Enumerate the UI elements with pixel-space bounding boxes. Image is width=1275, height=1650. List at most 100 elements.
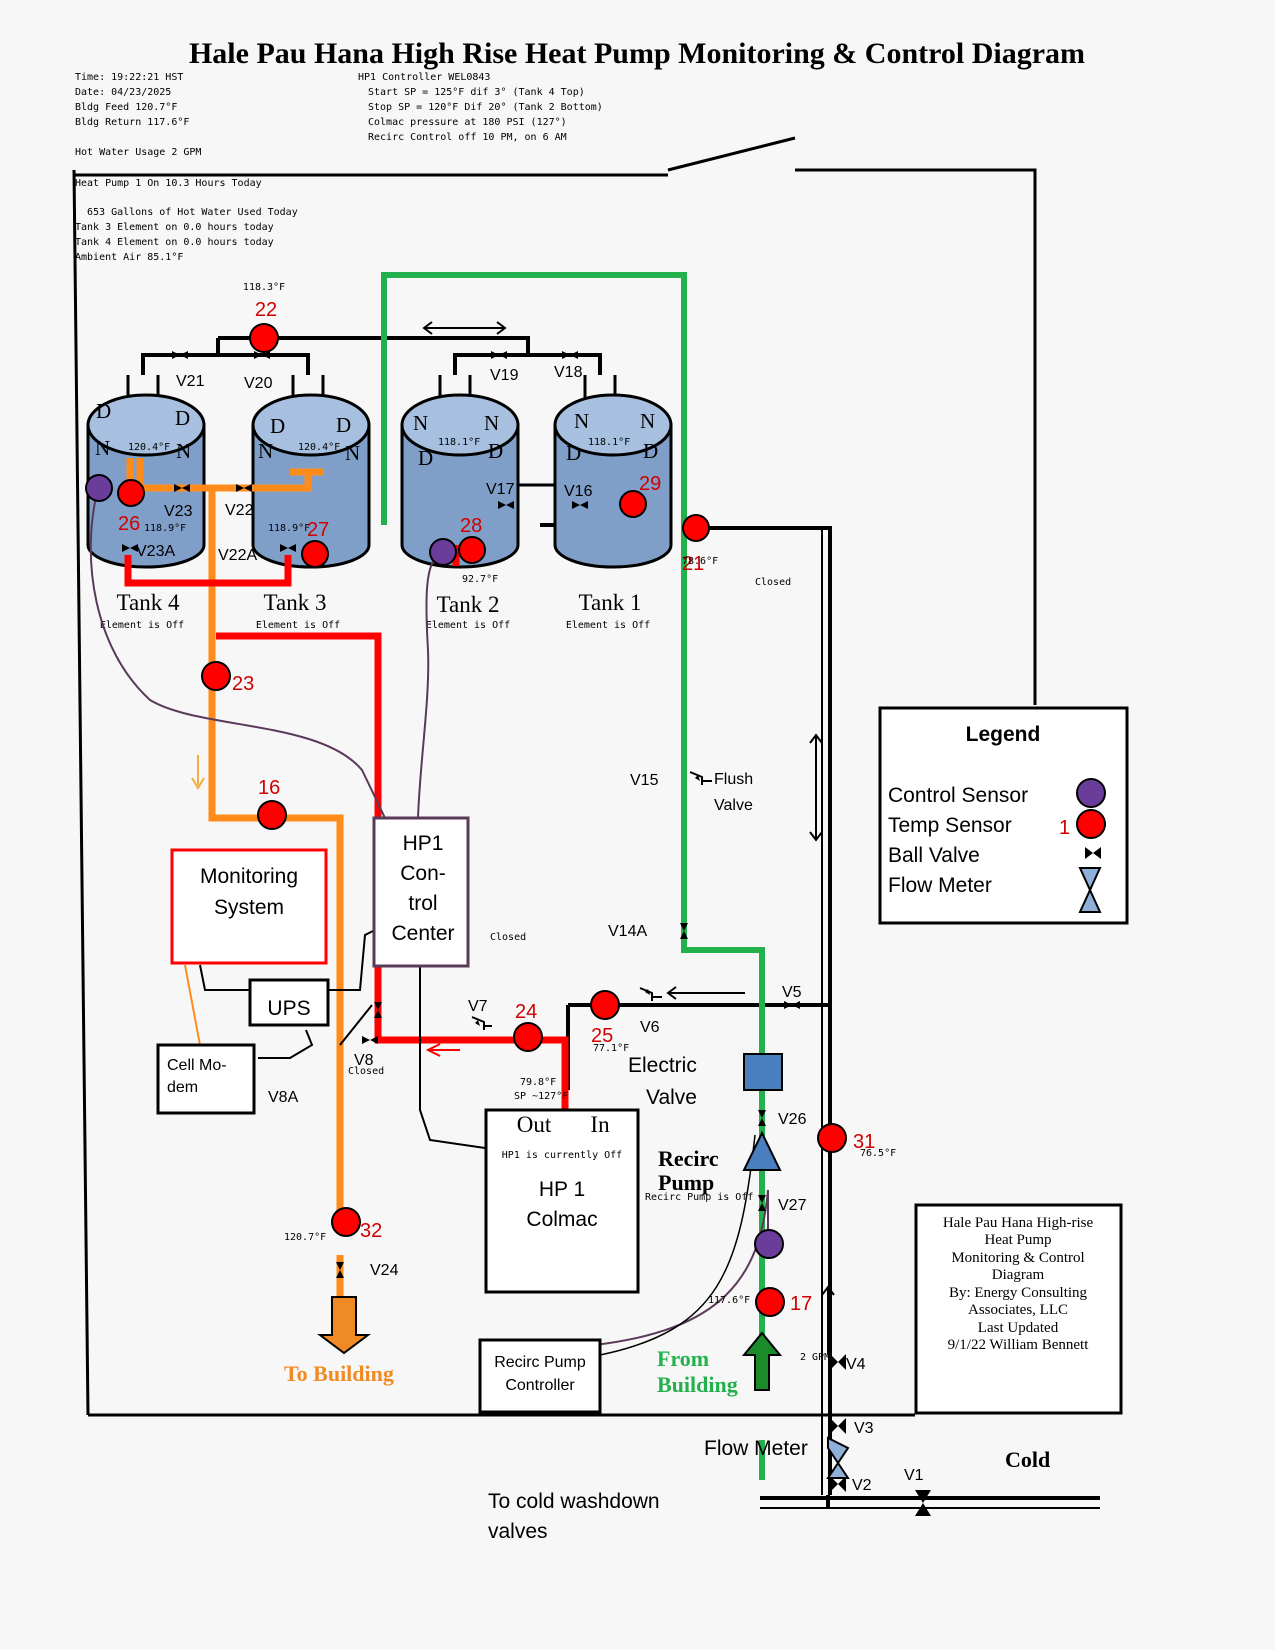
svg-text:N: N — [413, 411, 428, 435]
recirc-controller-box[interactable]: Recirc Pump Controller — [478, 1338, 602, 1414]
ball-valve-v17[interactable] — [498, 501, 514, 509]
electric-valve-label-1: Electric — [628, 1054, 697, 1077]
valve-v23-label: V23 — [164, 503, 193, 520]
valves — [122, 351, 931, 1516]
ball-valve-v23[interactable] — [174, 484, 190, 492]
ball-valve-v18[interactable] — [562, 351, 578, 359]
from-building-label-2: Building — [657, 1372, 738, 1397]
from-building-label-1: From — [657, 1346, 709, 1371]
recirc-pump-label-2: Pump — [658, 1170, 714, 1195]
ball-valve-v1[interactable] — [915, 1490, 931, 1516]
legend-flow-meter-icon — [1078, 867, 1102, 913]
legend-flow-meter: Flow Meter — [888, 874, 992, 897]
sensor-23-num: 23 — [232, 673, 254, 695]
valve-v8a-label: V8A — [268, 1089, 299, 1106]
tank1-top-temp: 118.1°F — [588, 437, 630, 448]
credits-line-2: Heat Pump — [984, 1232, 1051, 1248]
sensor-26-num: 26 — [118, 513, 140, 535]
temp-sensor-31 — [817, 1123, 847, 1153]
control-center-box[interactable]: HP1 Con- trol Center — [372, 816, 470, 968]
monitoring-system-box[interactable]: Monitoring System — [170, 848, 328, 965]
ball-valve-v2[interactable] — [830, 1476, 846, 1492]
controller-name: HP1 Controller WEL0843 — [358, 72, 490, 83]
tank-4 — [86, 393, 206, 569]
tank-1 — [553, 393, 673, 569]
control-center-label-1: HP1 — [403, 832, 444, 855]
status-date: Date: 04/23/2025 — [75, 87, 171, 98]
ball-valve-v8a[interactable] — [374, 1002, 382, 1018]
to-building-label: To Building — [284, 1361, 394, 1386]
valve-v2-label: V2 — [852, 1477, 872, 1494]
recirc-pump-glyph[interactable] — [742, 1130, 782, 1171]
monitoring-label-2: System — [214, 896, 284, 919]
credits-line-1: Hale Pau Hana High-rise — [943, 1215, 1094, 1231]
comm-orange-wire — [184, 964, 201, 1046]
ball-valve-v24[interactable] — [336, 1262, 344, 1278]
ups-label: UPS — [267, 997, 310, 1020]
ball-valve-v26[interactable] — [758, 1110, 766, 1126]
valve-v15-label: V15 — [630, 772, 659, 789]
orange-flow-arrow — [191, 755, 205, 790]
sensor-16-num: 16 — [258, 777, 280, 799]
credits-line-8: 9/1/22 William Bennett — [948, 1337, 1090, 1353]
sensor-24-sp: SP ~127°F — [514, 1091, 568, 1102]
controller-recirc-schedule: Recirc Control off 10 PM, on 6 AM — [368, 132, 567, 143]
from-building-arrow — [741, 1331, 783, 1391]
hp1-colmac-box[interactable]: Out In HP1 is currently Off HP 1 Colmac — [484, 1108, 640, 1294]
ups-box[interactable]: UPS — [248, 978, 330, 1027]
flush-valve-label-2: Valve — [714, 797, 753, 814]
legend: Legend Control Sensor Temp Sensor 1 Ball… — [878, 706, 1129, 925]
ball-valve-v22[interactable] — [236, 484, 252, 492]
valve-v26-label: V26 — [778, 1111, 807, 1128]
credits-line-6: Associates, LLC — [968, 1302, 1068, 1318]
temp-sensor-26 — [117, 479, 145, 507]
valve-v17-label: V17 — [486, 481, 515, 498]
temp-sensor-28 — [458, 536, 486, 564]
valve-v8-status: Closed — [348, 1066, 384, 1077]
ball-valve-v22a[interactable] — [280, 544, 296, 552]
to-building-arrow — [317, 1296, 371, 1355]
svg-text:D: D — [270, 414, 285, 438]
legend-title: Legend — [966, 723, 1041, 746]
ball-valve-v23a[interactable] — [122, 544, 138, 552]
temp-sensor-22 — [249, 323, 279, 353]
sensors — [85, 323, 847, 1317]
ball-valve-v14a[interactable] — [680, 923, 688, 939]
hp1-name-2: Colmac — [526, 1208, 597, 1231]
monitoring-label-1: Monitoring — [200, 865, 298, 888]
temp-sensor-21 — [682, 514, 710, 542]
svg-text:N: N — [640, 409, 655, 433]
ball-valve-v7[interactable] — [475, 1020, 480, 1026]
building-outline — [72, 136, 1037, 1417]
tank2-label: Tank 2 — [437, 592, 500, 617]
ball-valve-v3[interactable] — [830, 1418, 846, 1434]
ball-valve-v15[interactable] — [695, 775, 700, 781]
tank3-element-hours: Tank 3 Element on 0.0 hours today — [75, 222, 274, 233]
ball-valve-v4[interactable] — [830, 1354, 846, 1370]
hp1-status: HP1 is currently Off — [502, 1150, 622, 1161]
ball-valve-v16[interactable] — [572, 501, 588, 509]
cell-modem-box[interactable]: Cell Mo- dem — [156, 1043, 256, 1115]
ball-valve-v8[interactable] — [362, 1036, 378, 1044]
svg-text:N: N — [176, 439, 191, 463]
tank1-element-status: Element is Off — [566, 620, 650, 631]
ball-valve-v20[interactable] — [254, 351, 270, 359]
control-sensor-recirc — [754, 1229, 784, 1259]
valve-v5-label: V5 — [782, 984, 802, 1001]
electric-valve-body[interactable] — [743, 1053, 783, 1091]
ball-valve-v5[interactable] — [784, 1001, 800, 1009]
hp1-in-label: In — [590, 1112, 610, 1137]
ball-valve-v19[interactable] — [491, 351, 507, 359]
page-title: Hale Pau Hana High Rise Heat Pump Monito… — [189, 37, 1085, 70]
sensor-29-num: 29 — [639, 473, 661, 495]
credits-line-7: Last Updated — [978, 1320, 1059, 1336]
control-sensor-tank2 — [429, 538, 457, 566]
ball-valve-v21[interactable] — [172, 351, 188, 359]
flow-rate: 2 GPM — [800, 1352, 830, 1363]
ball-valve-v27[interactable] — [758, 1195, 766, 1211]
sensor-32-temp: 120.7°F — [284, 1232, 326, 1243]
legend-temp-sensor-icon — [1076, 809, 1106, 839]
